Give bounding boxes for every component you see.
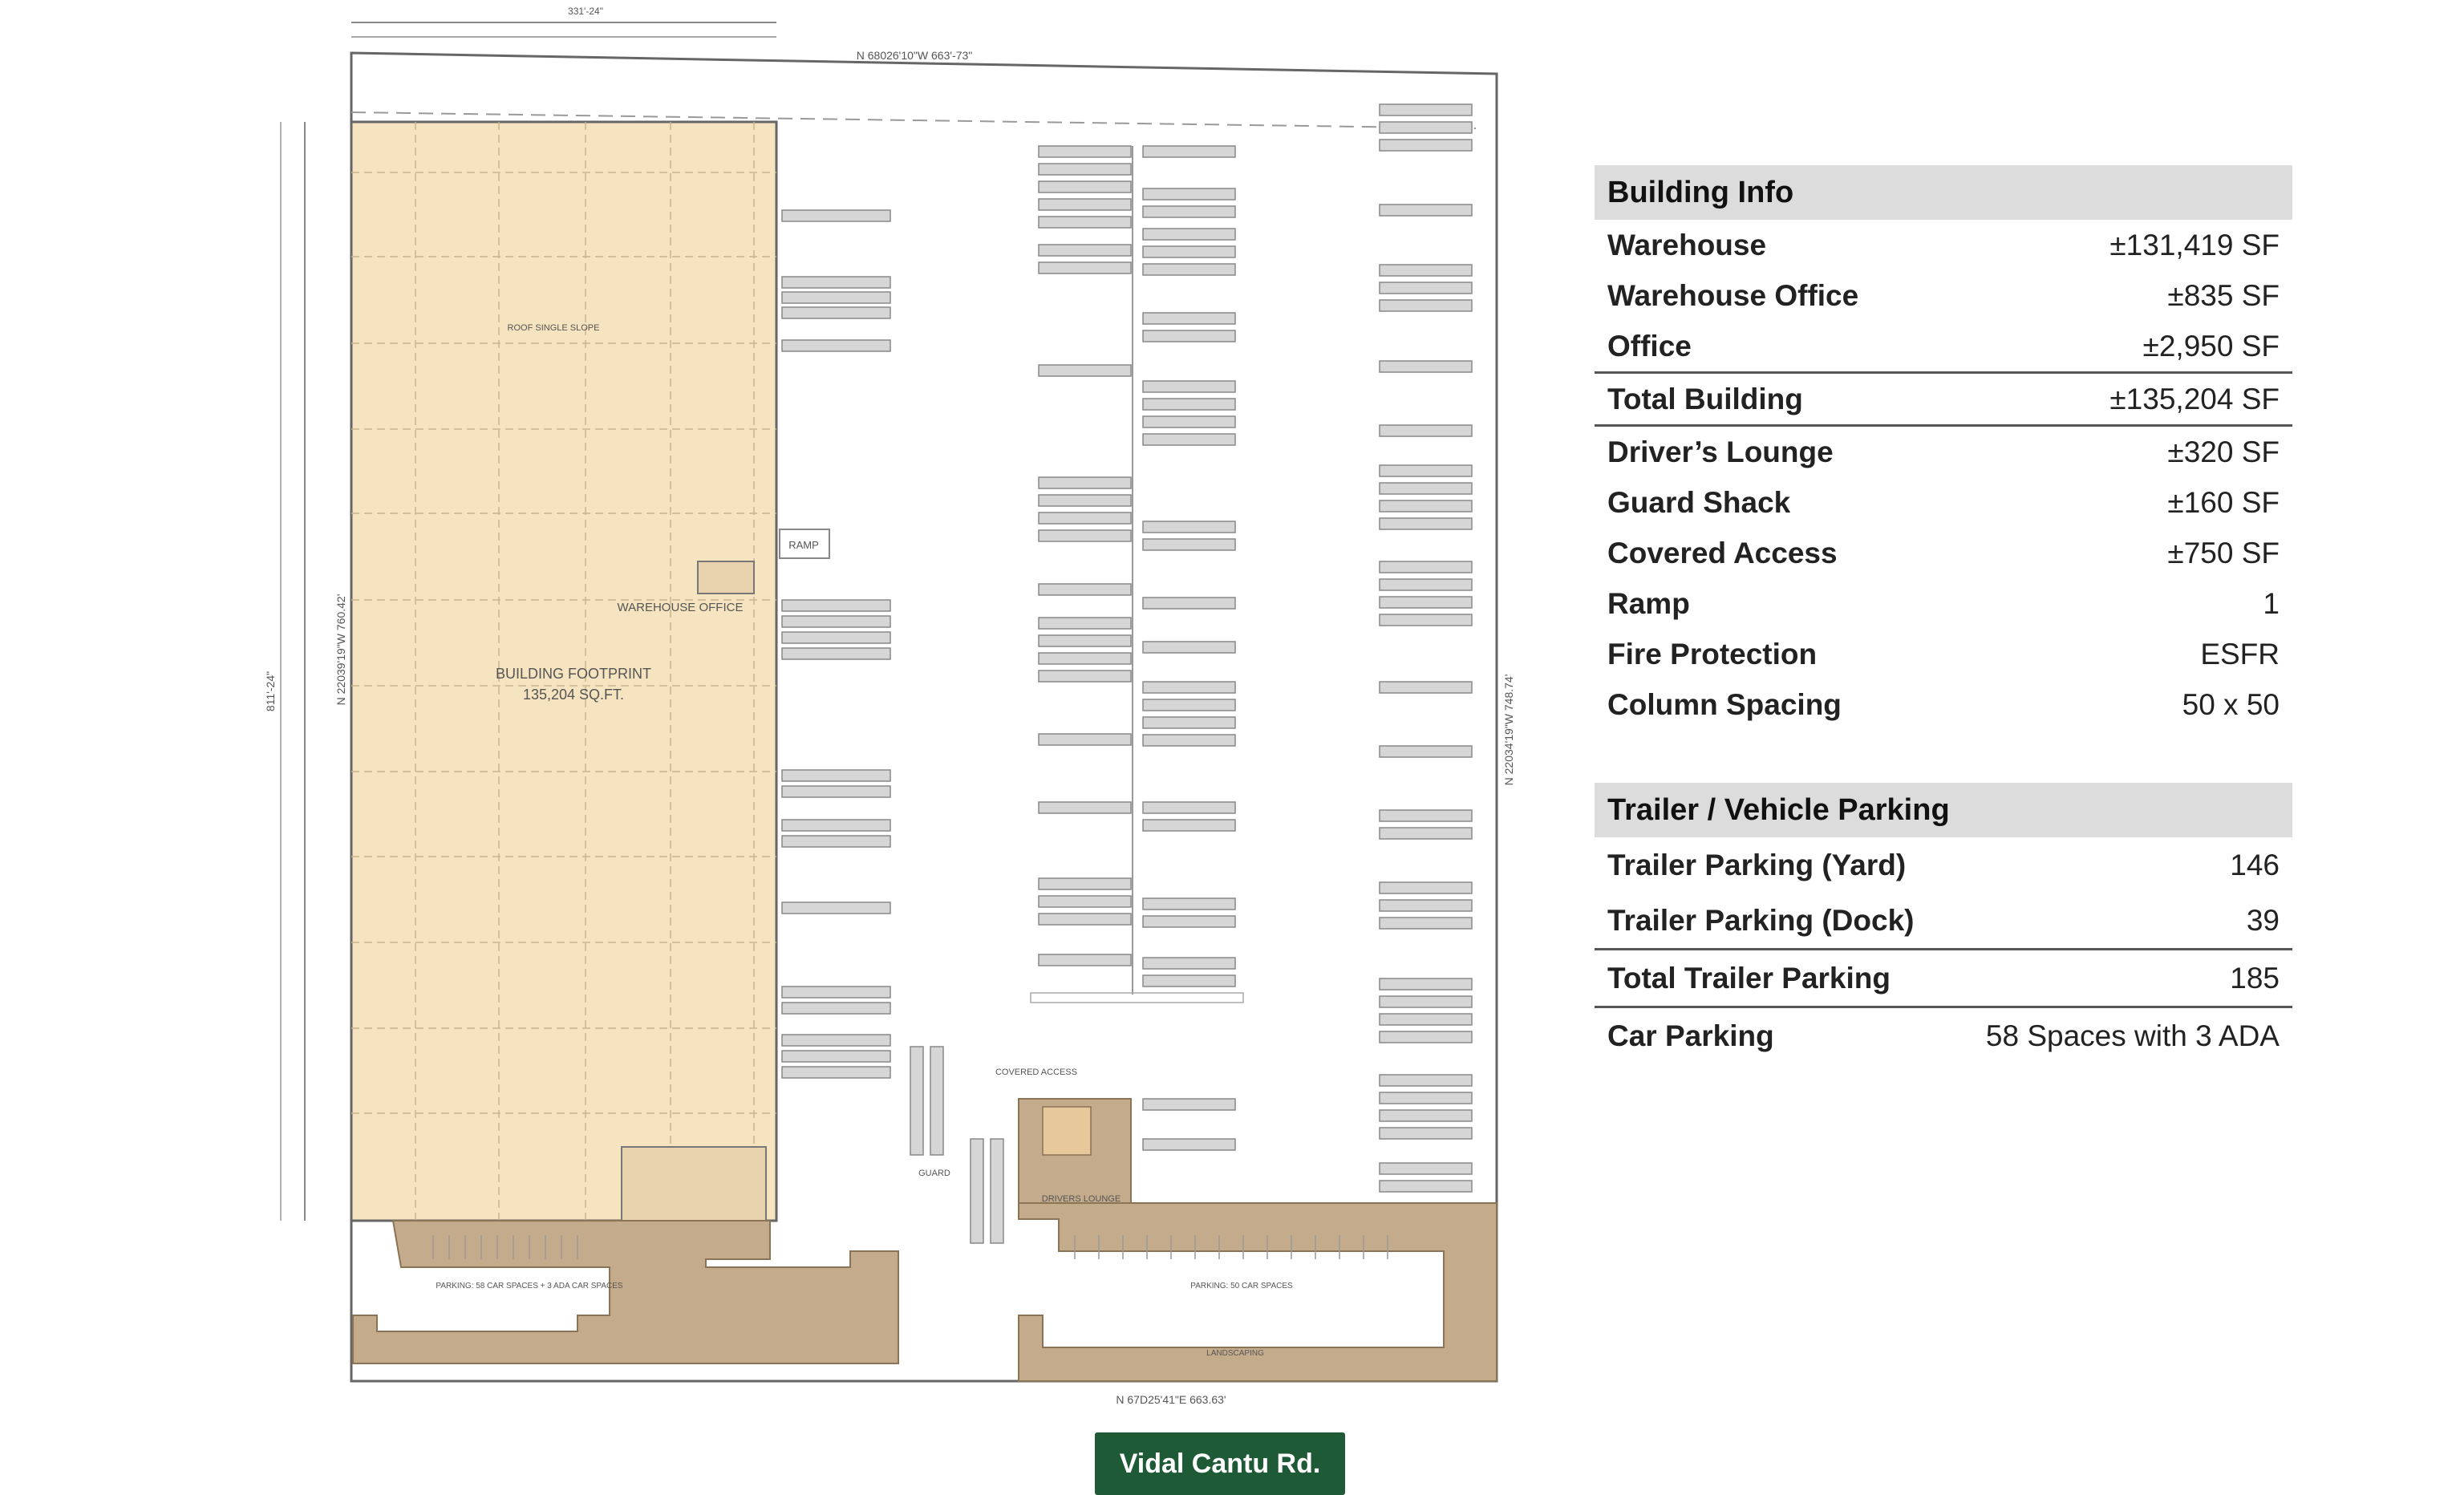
info-row-total-building: Total Building ±135,204 SF xyxy=(1595,371,2292,427)
info-row-drivers-lounge: Driver’s Lounge ±320 SF xyxy=(1595,427,2292,477)
plan-left-dimension: 811'-24" xyxy=(264,671,277,711)
info-label: Column Spacing xyxy=(1607,687,1842,721)
parking-row-car: Car Parking 58 Spaces with 3 ADA xyxy=(1595,1008,2292,1064)
parking-value: 39 xyxy=(2246,903,2280,937)
plan-west-bearing: N 22039'19"W 760.42' xyxy=(334,594,347,706)
plan-drivers-lounge-label: DRIVERS LOUNGE xyxy=(1042,1194,1121,1204)
building-info-panel: Building Info Warehouse ±131,419 SF Ware… xyxy=(1595,165,2292,730)
info-label: Warehouse Office xyxy=(1607,278,1859,312)
plan-ramp-label: RAMP xyxy=(788,539,819,551)
info-row-guard-shack: Guard Shack ±160 SF xyxy=(1595,477,2292,528)
parking-label: Trailer Parking (Dock) xyxy=(1607,903,1915,937)
info-value: 1 xyxy=(2263,586,2280,620)
plan-parking-right-label: PARKING: 50 CAR SPACES xyxy=(1190,1282,1293,1290)
parking-value: 185 xyxy=(2230,961,2280,995)
building-info-title: Building Info xyxy=(1595,165,2292,220)
parking-info-panel: Trailer / Vehicle Parking Trailer Parkin… xyxy=(1595,783,2292,1064)
info-value: ±835 SF xyxy=(2167,278,2280,312)
plan-landscaping-label: LANDSCAPING xyxy=(1206,1349,1264,1358)
plan-south-bearing: N 67D25'41"E 663.63' xyxy=(1116,1393,1226,1406)
parking-value: 58 Spaces with 3 ADA xyxy=(1985,1019,2280,1052)
info-value: ESFR xyxy=(2200,637,2280,671)
info-label: Covered Access xyxy=(1607,536,1838,569)
info-label: Warehouse xyxy=(1607,228,1767,261)
plan-north-bearing: N 68026'10"W 663'-73" xyxy=(857,49,973,62)
parking-row-total: Total Trailer Parking 185 xyxy=(1595,948,2292,1008)
info-value: ±135,204 SF xyxy=(2109,382,2280,415)
parking-value: 146 xyxy=(2230,848,2280,881)
info-row-ramp: Ramp 1 xyxy=(1595,578,2292,629)
parking-label: Trailer Parking (Yard) xyxy=(1607,848,1907,881)
plan-parking-left-label: PARKING: 58 CAR SPACES + 3 ADA CAR SPACE… xyxy=(436,1282,622,1290)
parking-row-yard: Trailer Parking (Yard) 146 xyxy=(1595,837,2292,893)
info-row-warehouse-office: Warehouse Office ±835 SF xyxy=(1595,270,2292,321)
info-row-covered-access: Covered Access ±750 SF xyxy=(1595,528,2292,578)
road-label: Vidal Cantu Rd. xyxy=(1095,1432,1345,1495)
plan-warehouse-office-label: WAREHOUSE OFFICE xyxy=(618,601,744,614)
plan-top-dimension: 331'-24" xyxy=(568,6,603,17)
parking-row-dock: Trailer Parking (Dock) 39 xyxy=(1595,893,2292,948)
info-label: Ramp xyxy=(1607,586,1690,620)
info-label: Driver’s Lounge xyxy=(1607,435,1834,468)
landscaping-area xyxy=(352,1220,899,1364)
info-label: Fire Protection xyxy=(1607,637,1818,671)
info-row-office: Office ±2,950 SF xyxy=(1595,321,2292,371)
site-plan-drawing: BUILDING FOOTPRINT 135,204 SQ.FT. WAREHO… xyxy=(264,6,1515,1406)
ramp xyxy=(779,529,830,559)
info-label: Guard Shack xyxy=(1607,485,1791,519)
info-value: ±750 SF xyxy=(2167,536,2280,569)
info-label: Office xyxy=(1607,329,1692,363)
plan-covered-access-label: COVERED ACCESS xyxy=(995,1068,1077,1077)
info-value: ±2,950 SF xyxy=(2142,329,2280,363)
parking-info-title: Trailer / Vehicle Parking xyxy=(1595,783,2292,837)
plan-east-bearing: N 22034'19"W 748.74' xyxy=(1502,675,1515,786)
info-row-column-spacing: Column Spacing 50 x 50 xyxy=(1595,679,2292,730)
plan-footprint-area: 135,204 SQ.FT. xyxy=(523,687,624,703)
parking-label: Total Trailer Parking xyxy=(1607,961,1891,995)
info-label: Total Building xyxy=(1607,382,1803,415)
info-row-warehouse: Warehouse ±131,419 SF xyxy=(1595,220,2292,270)
plan-footprint-label: BUILDING FOOTPRINT xyxy=(496,666,651,682)
plan-guard-label: GUARD xyxy=(918,1169,950,1178)
info-value: ±160 SF xyxy=(2167,485,2280,519)
info-value: 50 x 50 xyxy=(2182,687,2280,721)
plan-roof-label: ROOF SINGLE SLOPE xyxy=(508,323,600,333)
info-value: ±320 SF xyxy=(2167,435,2280,468)
info-row-fire-protection: Fire Protection ESFR xyxy=(1595,629,2292,679)
info-value: ±131,419 SF xyxy=(2109,228,2280,261)
parking-label: Car Parking xyxy=(1607,1019,1774,1052)
